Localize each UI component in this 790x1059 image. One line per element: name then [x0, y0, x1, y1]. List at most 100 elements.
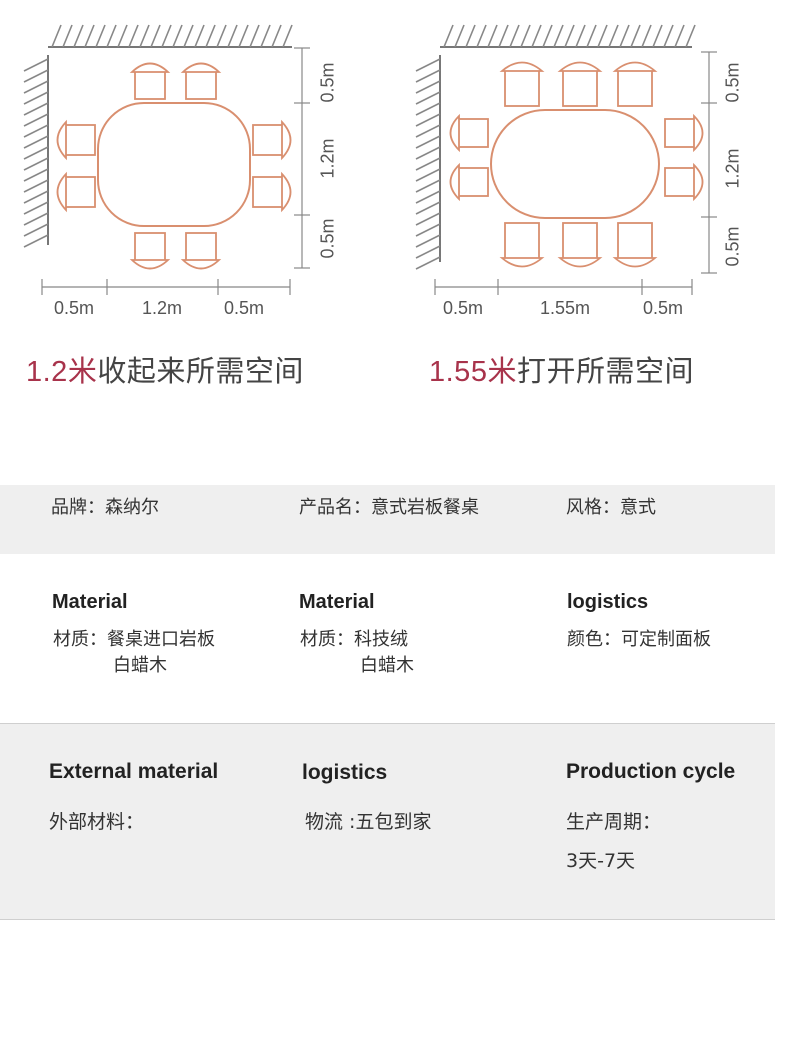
wall-hatch [216, 24, 227, 48]
production-cycle-heading: Production cycle [566, 760, 736, 783]
wall-hatch [415, 256, 441, 270]
dim-left-x3: 0.5m [224, 298, 265, 318]
chair-back [281, 119, 292, 161]
wall-hatch [415, 223, 441, 237]
wall-hatch [51, 24, 62, 48]
brand-text: 品牌：森纳尔 [51, 497, 159, 518]
chair-seat [64, 124, 96, 156]
wall-hatch [23, 179, 49, 193]
wall-hatch [415, 245, 441, 259]
wall-hatch [685, 24, 696, 48]
wall-hatch [586, 24, 597, 48]
spec-row-material: Material 材质：餐桌进口岩板 白蜡木 Material 材质：科技绒 白… [0, 554, 775, 724]
wall-hatch [641, 24, 652, 48]
wall-hatch [415, 91, 441, 105]
dim-right-x1: 0.5m [443, 298, 484, 318]
dim-right-x2: 1.55m [540, 298, 591, 318]
chair-seat [185, 70, 217, 100]
external-material-line: 外部材料： [49, 811, 145, 833]
chair-seat [252, 176, 284, 208]
chair-back [180, 259, 222, 270]
wall-hatch [23, 223, 49, 237]
wall-hatch [23, 201, 49, 215]
table-top [490, 109, 660, 219]
wall-hatch [465, 24, 476, 48]
wall-hatch [183, 24, 194, 48]
wall-hatch [205, 24, 216, 48]
dim-left-top: 0.5m [317, 62, 338, 103]
wall-hatch [476, 24, 487, 48]
wall-hatch [150, 24, 161, 48]
wall-hatch [161, 24, 172, 48]
wall-hatch [564, 24, 575, 48]
wall-hatch [597, 24, 608, 48]
dining-layout-right-drawing [415, 24, 717, 295]
wall-hatch [553, 24, 564, 48]
wall-hatch [23, 102, 49, 116]
chair-seat [134, 70, 166, 100]
logistics-heading-1: logistics [567, 591, 649, 613]
chair-back [281, 171, 292, 213]
logistics-heading-2: logistics [302, 761, 388, 784]
chair-back [56, 171, 67, 213]
dim-left-x1: 0.5m [54, 298, 95, 318]
material-line-2: 材质：科技绒 [300, 629, 408, 650]
chair-seat [457, 167, 489, 197]
diagram-left: 0.5m 1.2m 0.5m 0.5m 1.2m 0.5m 1.2米收起来所需空… [0, 0, 395, 440]
table-top [97, 102, 251, 227]
wall-hatch [415, 190, 441, 204]
dim-left-bottom: 0.5m [317, 218, 338, 259]
wall-hatch [23, 212, 49, 226]
wall-hatch [73, 24, 84, 48]
chair-seat [457, 118, 489, 148]
wall-hatch [415, 124, 441, 138]
chair-back [557, 257, 603, 268]
chair-seat [664, 118, 696, 148]
wall-hatch [663, 24, 674, 48]
wall-hatch [531, 24, 542, 48]
wall-hatch [172, 24, 183, 48]
wall-hatch [23, 58, 49, 72]
chair-back [612, 257, 658, 268]
chair-back [693, 162, 704, 202]
wall-hatch [106, 24, 117, 48]
wall-hatch [415, 146, 441, 160]
wall-hatch [260, 24, 271, 48]
caption-left-size: 1.2米 [26, 356, 98, 388]
wall-hatch [415, 212, 441, 226]
wall-hatch [282, 24, 293, 48]
wall-hatch [415, 168, 441, 182]
wall-hatch [23, 146, 49, 160]
chair-back [449, 162, 460, 202]
chair-seat [64, 176, 96, 208]
wall-hatch [630, 24, 641, 48]
wall-hatch [415, 234, 441, 248]
dim-left-x2: 1.2m [142, 298, 183, 318]
chair-seat [562, 222, 598, 260]
material-line-1b: 白蜡木 [113, 655, 167, 676]
wall-hatch [608, 24, 619, 48]
wall-hatch [415, 80, 441, 94]
dim-right-middle: 1.2m [722, 148, 743, 189]
chair-back [56, 119, 67, 161]
wall-hatch [487, 24, 498, 48]
caption-right: 1.55米打开所需空间 [429, 348, 694, 390]
wall-hatch [415, 179, 441, 193]
chair-seat [562, 69, 598, 107]
wall-hatch [128, 24, 139, 48]
chair-back [180, 62, 222, 73]
caption-right-text: 打开所需空间 [516, 354, 694, 388]
style-text: 风格：意式 [566, 497, 656, 518]
chair-back [612, 61, 658, 72]
chair-seat [252, 124, 284, 156]
diagram-right: 0.5m 1.2m 0.5m 0.5m 1.55m 0.5m 1.55米打开所需… [395, 0, 790, 440]
production-cycle-value: 3天-7天 [566, 850, 636, 872]
wall-hatch [498, 24, 509, 48]
dining-layout-left-drawing [23, 24, 310, 295]
wall-hatch [23, 124, 49, 138]
product-name-text: 产品名：意式岩板餐桌 [299, 497, 479, 518]
wall-hatch [117, 24, 128, 48]
wall-hatch [95, 24, 106, 48]
wall-hatch [575, 24, 586, 48]
wall-hatch [619, 24, 630, 48]
